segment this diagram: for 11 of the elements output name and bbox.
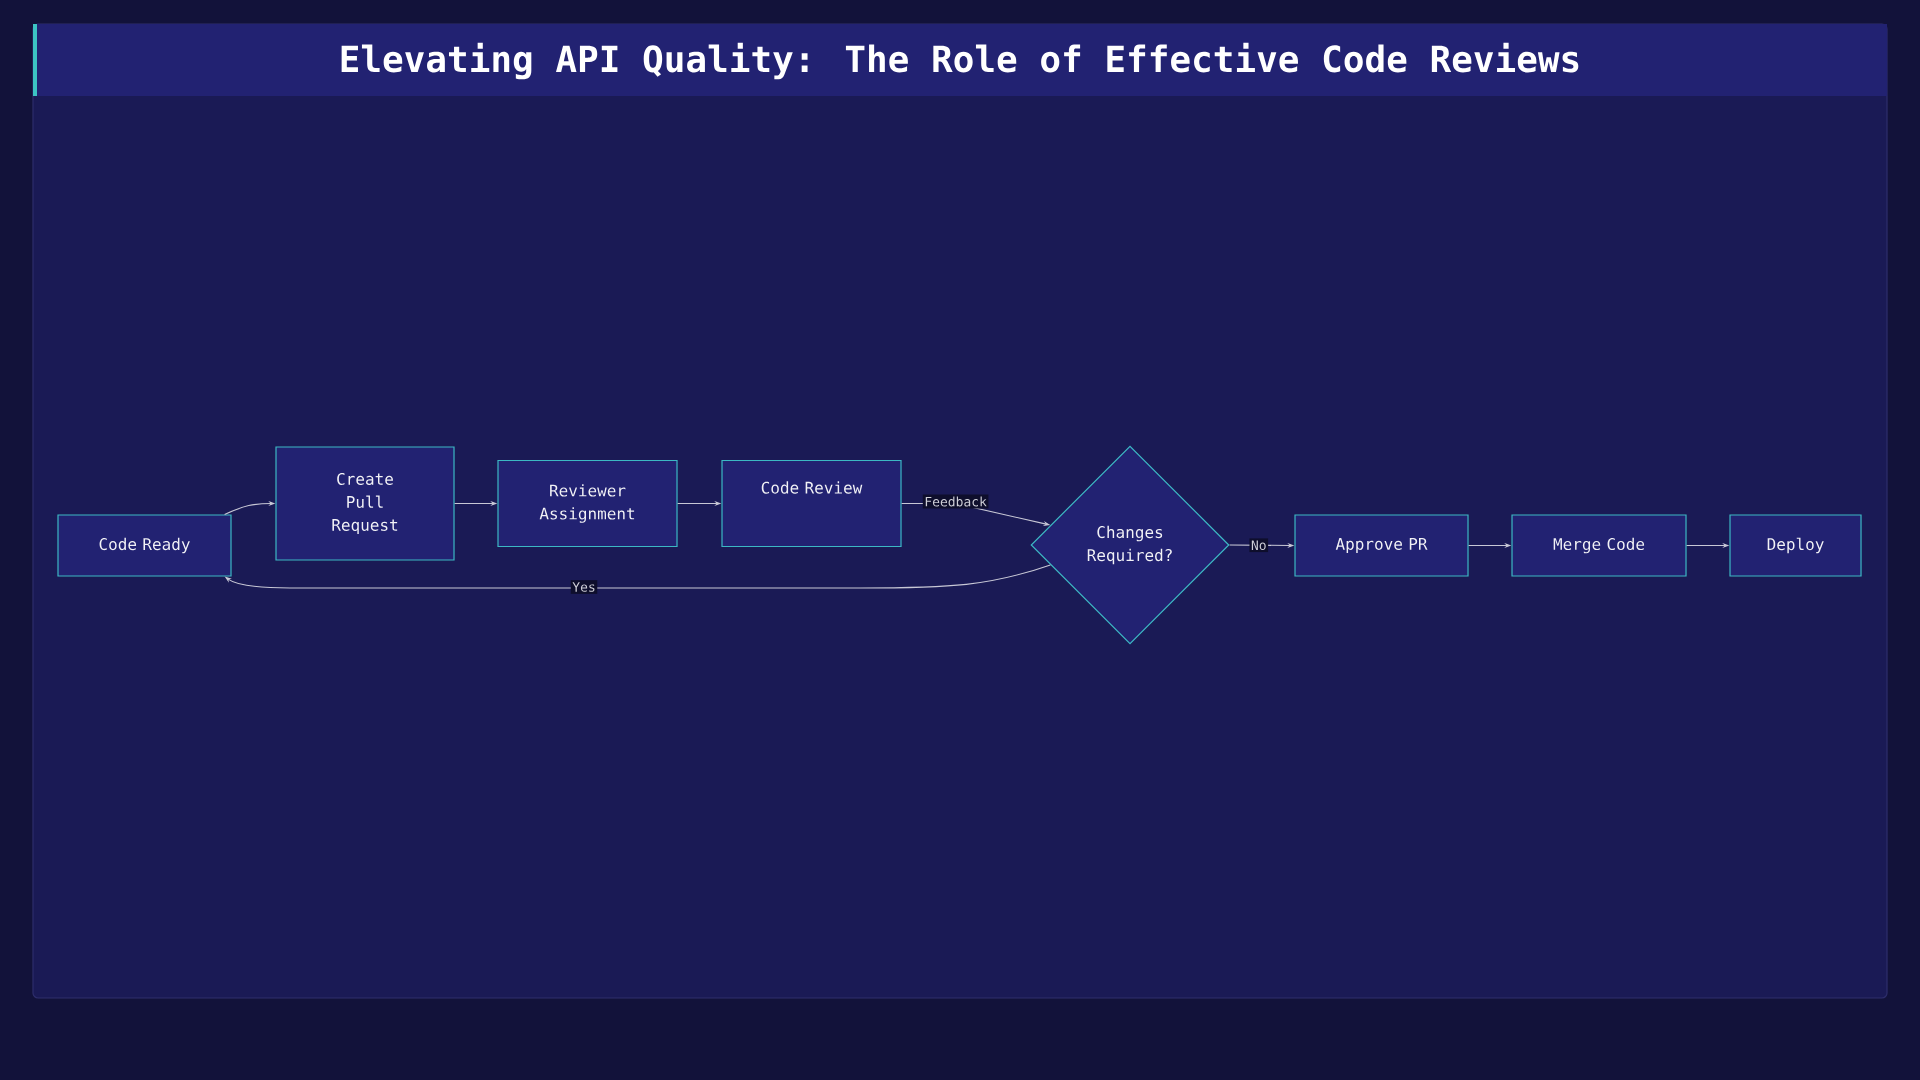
edge-label: Feedback <box>922 494 989 509</box>
process-box: Deploy <box>1729 514 1862 577</box>
process-box: Merge Code <box>1511 514 1687 577</box>
edge-label: Yes <box>570 580 598 594</box>
process-box: Code Ready <box>57 514 232 577</box>
process-box: Code Review <box>721 459 902 548</box>
process-box: Approve PR <box>1294 514 1469 577</box>
edge-label: No <box>1249 538 1269 553</box>
process-box: Create Pull Request <box>275 446 455 561</box>
process-box: Reviewer Assignment <box>497 459 678 548</box>
title-banner: Elevating API Quality: The Role of Effective Code Reviews <box>33 24 1887 96</box>
